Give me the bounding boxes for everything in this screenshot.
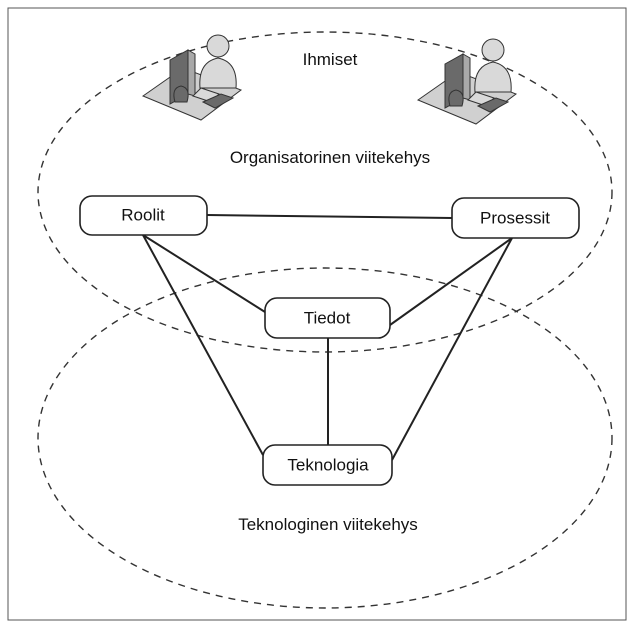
node-technology: Teknologia <box>262 444 393 486</box>
person-at-computer-icon <box>416 38 518 125</box>
node-roles: Roolit <box>79 195 208 236</box>
node-data-label: Tiedot <box>304 309 351 328</box>
technological-framework-label: Teknologinen viitekehys <box>238 515 418 534</box>
node-roles-label: Roolit <box>121 206 165 225</box>
edge-roles-technology <box>142 234 264 456</box>
technological-framework-ellipse <box>37 267 613 609</box>
people-label: Ihmiset <box>303 50 358 69</box>
node-processes: Prosessit <box>451 197 580 239</box>
edge-roles-data <box>142 234 266 313</box>
relation-lines <box>142 214 513 461</box>
organizational-framework-ellipse <box>37 31 613 353</box>
edge-processes-technology <box>391 237 513 461</box>
node-processes-label: Prosessit <box>480 209 550 228</box>
node-data: Tiedot <box>264 297 391 339</box>
person-at-computer-icon <box>141 34 243 121</box>
diagram-frame <box>7 7 627 621</box>
organizational-framework-label: Organisatorinen viitekehys <box>230 148 430 167</box>
node-technology-label: Teknologia <box>287 456 369 475</box>
edge-processes-data <box>389 237 513 326</box>
edge-roles-processes <box>206 214 453 219</box>
